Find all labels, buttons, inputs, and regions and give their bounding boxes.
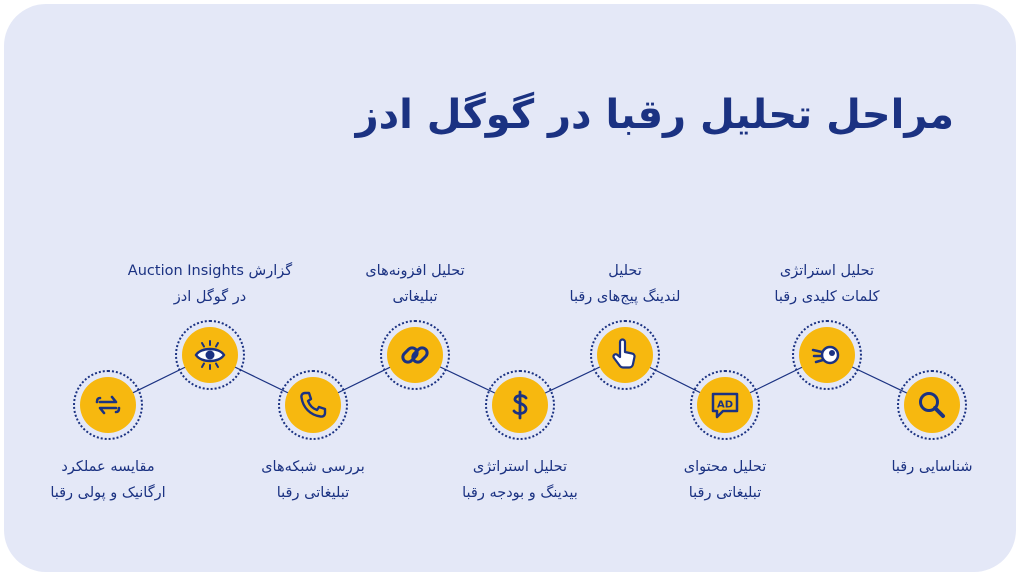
step-node-4: [597, 327, 653, 383]
step-label-4: تحلیل لندینگ پیج‌های رقبا: [525, 258, 725, 310]
node-ring: [73, 370, 143, 440]
node-ring: [380, 320, 450, 390]
step-node-6: [387, 327, 443, 383]
step-label-7: بررسی شبکه‌های تبلیغاتی رقبا: [213, 454, 413, 506]
infographic-panel: [4, 4, 1016, 572]
step-8-line-2: در گوگل ادز: [173, 289, 247, 305]
step-4-line-2: لندینگ پیج‌های رقبا: [569, 289, 681, 305]
step-label-6: تحلیل افزونه‌های تبلیغاتی: [315, 258, 515, 310]
swap-arrows-icon: [95, 395, 121, 415]
step-6-line-1: تحلیل افزونه‌های: [365, 263, 465, 279]
step-1-line-1: شناسایی رقبا: [891, 459, 973, 475]
phone-icon: [300, 391, 327, 418]
step-8-line-1: گزارش Auction Insights: [127, 263, 293, 279]
step-9-line-1: مقایسه عملکرد: [61, 459, 155, 475]
step-node-9: [80, 377, 136, 433]
eye-icon: [194, 340, 226, 370]
step-node-8: [182, 327, 238, 383]
step-4-line-1: تحلیل: [608, 263, 642, 279]
step-2-line-1: تحلیل استراتژی: [779, 263, 875, 279]
page-title: مراحل تحلیل رقبا در گوگل ادز: [355, 92, 954, 138]
node-ring: [485, 370, 555, 440]
step-label-5: تحلیل استراتژی بیدینگ و بودجه رقبا: [420, 454, 620, 506]
step-7-line-1: بررسی شبکه‌های: [261, 459, 365, 475]
step-node-2: [799, 327, 855, 383]
node-ring: [690, 370, 760, 440]
node-ring: [175, 320, 245, 390]
step-5-line-1: تحلیل استراتژی: [472, 459, 568, 475]
node-ring: [278, 370, 348, 440]
step-node-7: [285, 377, 341, 433]
step-label-9: مقایسه عملکرد ارگانیک و پولی رقبا: [8, 454, 208, 506]
step-7-line-2: تبلیغاتی رقبا: [276, 485, 350, 501]
node-ring: [590, 320, 660, 390]
step-3-line-1: تحلیل محتوای: [683, 459, 767, 475]
step-2-line-2: کلمات کلیدی رقبا: [774, 289, 880, 305]
svg-text:AD: AD: [717, 400, 733, 411]
node-ring: [897, 370, 967, 440]
step-node-1: [904, 377, 960, 433]
step-3-line-2: تبلیغاتی رقبا: [688, 485, 762, 501]
step-node-3: AD: [697, 377, 753, 433]
ad-bubble-icon: AD: [711, 392, 739, 419]
step-label-8: گزارش Auction Insights در گوگل ادز: [110, 258, 310, 310]
step-9-line-2: ارگانیک و پولی رقبا: [50, 485, 166, 501]
comet-icon: [811, 345, 840, 365]
step-6-line-2: تبلیغاتی: [392, 289, 438, 305]
step-label-1: شناسایی رقبا: [832, 454, 1024, 480]
node-ring: [792, 320, 862, 390]
step-label-3: تحلیل محتوای تبلیغاتی رقبا: [625, 454, 825, 506]
magnifier-icon: [919, 392, 945, 418]
dollar-icon: [512, 390, 528, 420]
step-label-2: تحلیل استراتژی کلمات کلیدی رقبا: [727, 258, 927, 310]
pointing-hand-icon: [612, 338, 636, 369]
link-icon: [401, 346, 429, 364]
step-5-line-2: بیدینگ و بودجه رقبا: [462, 485, 578, 501]
step-node-5: [492, 377, 548, 433]
